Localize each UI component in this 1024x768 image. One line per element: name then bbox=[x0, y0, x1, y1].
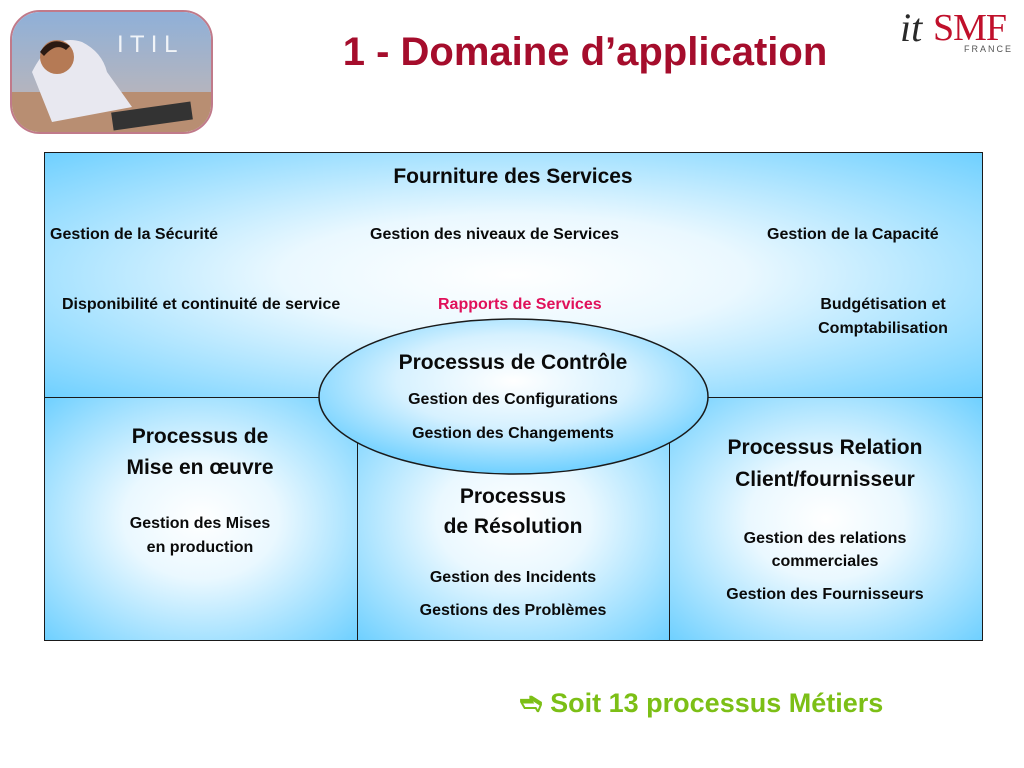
release-management-1: Gestion des Mises bbox=[129, 515, 271, 532]
conclusion-line: ➬ Soit 13 processus Métiers bbox=[520, 688, 883, 719]
relationship-title-2: Client/fournisseur bbox=[735, 468, 915, 491]
implementation-title-2: Mise en œuvre bbox=[126, 456, 274, 479]
capacity-management: Gestion de la Capacité bbox=[767, 226, 939, 243]
itsmf-logo: it SMF FRANCE bbox=[900, 4, 1020, 56]
arrow-icon: ➬ bbox=[520, 688, 543, 718]
control-title: Processus de Contrôle bbox=[398, 351, 628, 374]
change-management: Gestion des Changements bbox=[412, 425, 614, 442]
person-laptop-illustration: I T I L bbox=[12, 12, 211, 132]
itil-photo: I T I L bbox=[10, 10, 213, 134]
page-title: 1 - Domaine d’application bbox=[342, 30, 828, 74]
budgeting-line-1: Budgétisation et bbox=[820, 296, 946, 313]
configuration-management: Gestion des Configurations bbox=[408, 391, 618, 408]
budgeting-line-2: Comptabilisation bbox=[818, 320, 948, 337]
implementation-title-1: Processus de bbox=[131, 425, 269, 448]
supplier-management: Gestion des Fournisseurs bbox=[726, 586, 924, 603]
logo-it: it bbox=[900, 5, 923, 50]
conclusion-text: Soit 13 processus Métiers bbox=[550, 688, 884, 718]
control-ellipse bbox=[318, 318, 709, 475]
resolution-title-2: de Résolution bbox=[443, 515, 583, 538]
problem-management: Gestions des Problèmes bbox=[419, 602, 607, 619]
business-relationship-1: Gestion des relations bbox=[743, 530, 907, 547]
release-management-2: en production bbox=[146, 539, 254, 556]
relationship-title-1: Processus Relation bbox=[727, 436, 923, 459]
incident-management: Gestion des Incidents bbox=[429, 569, 597, 586]
resolution-title-1: Processus bbox=[459, 485, 567, 508]
service-level-management: Gestion des niveaux de Services bbox=[370, 226, 620, 243]
logo-smf: SMF bbox=[933, 7, 1007, 49]
logo-country: FRANCE bbox=[964, 44, 1014, 54]
service-reporting: Rapports de Services bbox=[438, 296, 602, 313]
service-delivery-title: Fourniture des Services bbox=[393, 165, 633, 188]
implementation-box bbox=[44, 397, 358, 641]
security-management: Gestion de la Sécurité bbox=[50, 226, 219, 243]
relationship-box bbox=[669, 397, 983, 641]
business-relationship-2: commerciales bbox=[771, 553, 879, 570]
availability-continuity: Disponibilité et continuité de service bbox=[62, 296, 341, 313]
itil-photo-text: I T I L bbox=[117, 31, 177, 58]
